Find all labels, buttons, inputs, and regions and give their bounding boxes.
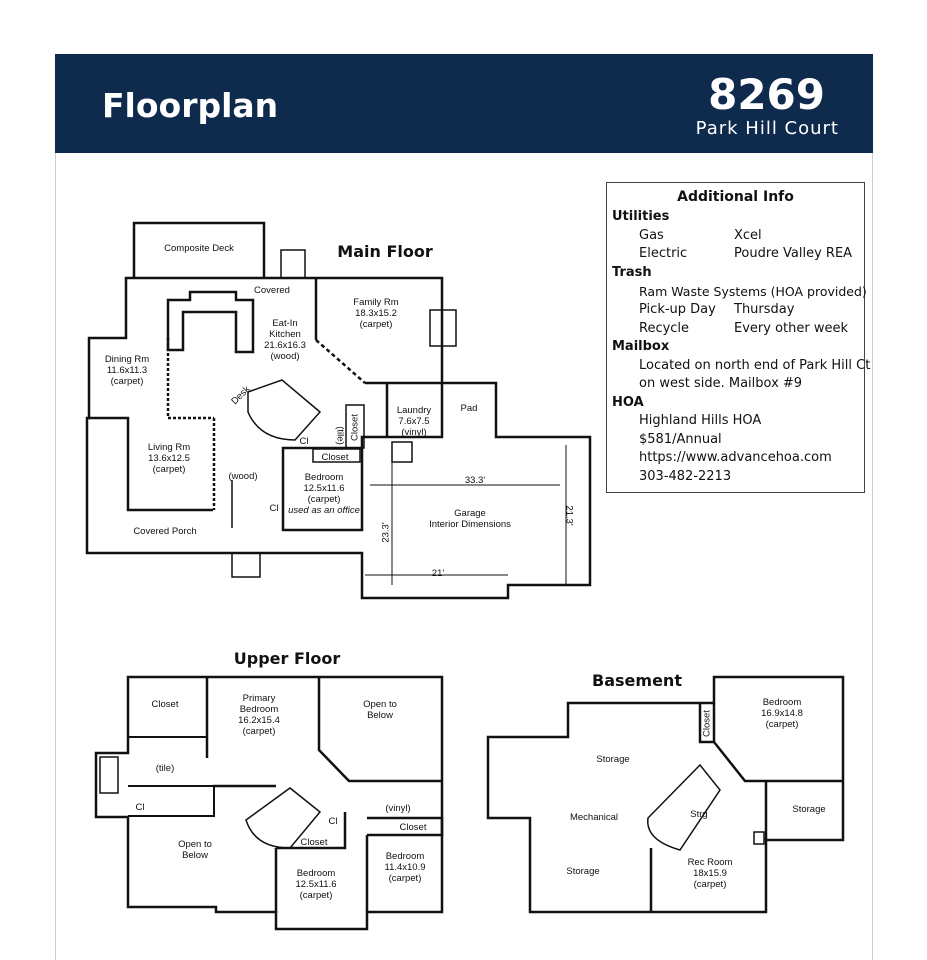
upper-closet-label-3: Closet: [300, 837, 328, 848]
page: [55, 54, 873, 960]
mailbox-line1: Located on north end of Park Hill Ct: [639, 358, 871, 373]
additional-info-box: Additional Info Utilities Gas Xcel Elect…: [606, 182, 870, 493]
closet-vertical-label: Closet: [349, 414, 361, 441]
mechanical-label: Mechanical: [569, 812, 619, 823]
mailbox-heading: Mailbox: [612, 339, 670, 354]
upper-cl-label-2: Cl: [328, 816, 338, 827]
header-banner: Floorplan 8269 Park Hill Court: [55, 54, 873, 153]
pickup-label: Pick-up Day: [639, 302, 716, 317]
recycle-value: Every other week: [734, 321, 848, 336]
gas-value: Xcel: [734, 228, 762, 243]
porch-label: Covered Porch: [133, 526, 197, 537]
storage-label-2: Storage: [566, 866, 600, 877]
strg-label: Strg: [690, 809, 708, 820]
mailbox-line2: on west side. Mailbox #9: [639, 376, 803, 391]
upper-closet-label-2: Closet: [399, 822, 427, 833]
upper-closet-label: Closet: [151, 699, 179, 710]
pad-label: Pad: [460, 403, 478, 414]
closet-label-3: Closet: [321, 452, 349, 463]
garage-width-dim: 33.3': [464, 475, 486, 486]
wood-label: (wood): [228, 471, 258, 482]
electric-value: Poudre Valley REA: [734, 246, 853, 261]
info-title: Additional Info: [677, 189, 794, 205]
gas-label: Gas: [639, 228, 664, 243]
covered-label: Covered: [254, 285, 290, 296]
basement-title: Basement: [592, 671, 682, 690]
storage-label-1: Storage: [596, 754, 630, 765]
garage-door-dim: 21': [431, 568, 445, 579]
hoa-heading: HOA: [612, 395, 644, 410]
basement-walls: [486, 675, 845, 914]
closet-label: Cl: [299, 436, 309, 447]
deck-label: Composite Deck: [164, 243, 234, 254]
upper-tile-label: (tile): [155, 763, 175, 774]
upper-floor-walls: [94, 675, 444, 931]
garage-depth-right-dim: 21.3': [563, 505, 575, 526]
main-floor-walls: [85, 221, 592, 600]
house-number: 8269: [708, 70, 825, 119]
storage-label-3: Storage: [792, 804, 826, 815]
page-title: Floorplan: [102, 86, 279, 125]
main-floor-title: Main Floor: [337, 242, 433, 261]
tile-label: (tile): [334, 426, 346, 445]
utilities-heading: Utilities: [612, 209, 670, 224]
basement-closet-label: Closet: [701, 710, 713, 737]
recycle-label: Recycle: [639, 321, 690, 336]
garage-depth-left-dim: 23.3': [380, 522, 392, 543]
hoa-name: Highland Hills HOA: [639, 413, 762, 428]
trash-heading: Trash: [612, 265, 652, 280]
street-name: Park Hill Court: [695, 118, 839, 139]
closet-label-2: Cl: [269, 503, 279, 514]
trash-provider: Ram Waste Systems (HOA provided): [639, 284, 867, 299]
upper-floor-title: Upper Floor: [233, 649, 341, 668]
hoa-url[interactable]: https://www.advancehoa.com: [639, 450, 832, 465]
upper-cl-label: Cl: [135, 802, 145, 813]
electric-label: Electric: [639, 246, 688, 261]
hoa-fee: $581/Annual: [639, 432, 722, 447]
hoa-phone: 303-482-2213: [639, 469, 732, 484]
vinyl-label: (vinyl): [385, 803, 411, 814]
pickup-value: Thursday: [734, 302, 795, 317]
